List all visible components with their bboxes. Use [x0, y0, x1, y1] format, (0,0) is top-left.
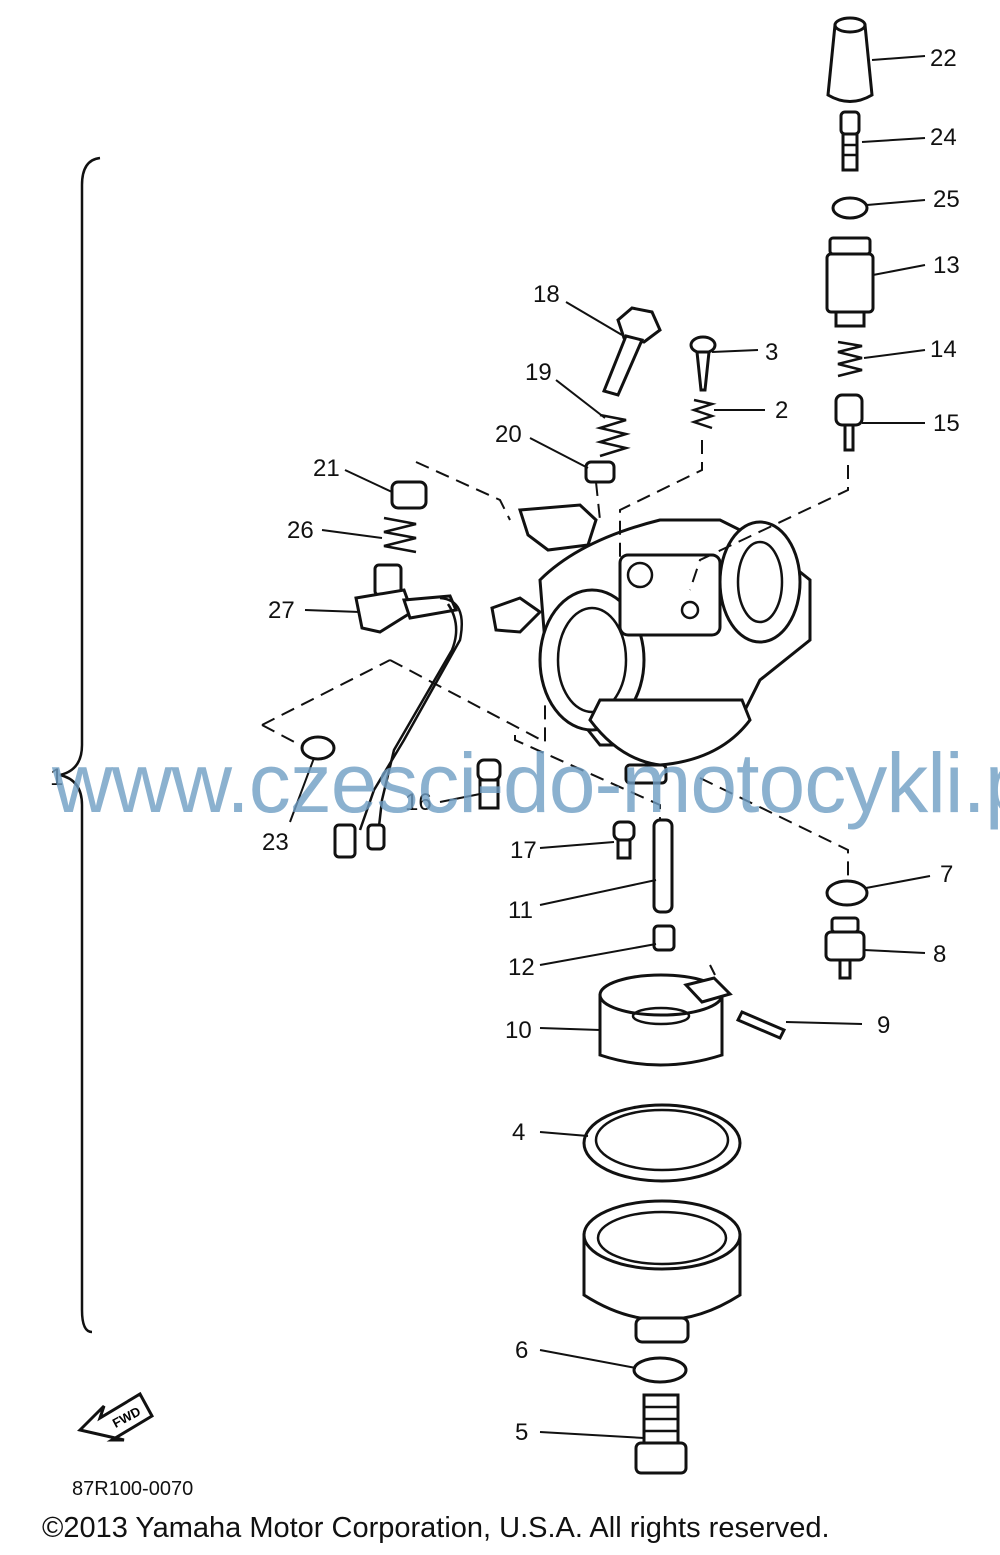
part-11-needle-jet: [652, 818, 674, 914]
assembly-bracket: [59, 156, 101, 1334]
fwd-arrow-icon: FWD: [77, 1391, 155, 1442]
part-23-washer: [300, 735, 336, 761]
callout-19: 19: [525, 359, 552, 386]
callout-8: 8: [933, 941, 946, 968]
part-4-gasket: [582, 1103, 742, 1183]
callout-7: 7: [940, 861, 953, 888]
part-3-pilot-screw: [689, 335, 717, 392]
callout-1: 1: [50, 764, 63, 791]
callout-12: 12: [508, 954, 535, 981]
callout-14: 14: [930, 336, 957, 363]
callout-22: 22: [930, 45, 957, 72]
callout-25: 25: [933, 186, 960, 213]
part-22-cap: [826, 16, 874, 103]
part-18-throttle-screw: [601, 306, 662, 397]
callout-15: 15: [933, 410, 960, 437]
copyright-text: ©2013 Yamaha Motor Corporation, U.S.A. A…: [42, 1512, 830, 1544]
float-bowl: [582, 1199, 742, 1344]
part-24-adjust-screw: [839, 110, 861, 172]
watermark-text: www.czesci-do-motocykli.pl: [52, 736, 1000, 830]
callout-21: 21: [313, 455, 340, 482]
part-25-nut: [831, 196, 869, 220]
part-6-washer: [632, 1356, 688, 1384]
part-8-fitting: [824, 916, 866, 980]
callout-27: 27: [268, 597, 295, 624]
part-9-pin: [735, 1010, 787, 1040]
part-20-collar: [584, 460, 616, 484]
callout-24: 24: [930, 124, 957, 151]
part-21-cap: [390, 480, 428, 510]
callout-16: 16: [405, 789, 432, 816]
part-12-main-jet: [652, 924, 676, 952]
part-15-valve: [834, 393, 864, 452]
part-7-washer: [825, 879, 869, 907]
callout-11: 11: [508, 897, 533, 924]
callout-6: 6: [515, 1337, 528, 1364]
drawing-code: 87R100-0070: [72, 1478, 194, 1500]
part-10-float: [598, 973, 733, 1067]
callout-labels: 22 24 25 13 14 15 18 3 19 2 20 21 26 27 …: [50, 45, 960, 1446]
part-19-spring: [595, 413, 631, 458]
part-13-top: [825, 236, 875, 328]
callout-5: 5: [515, 1419, 528, 1446]
callout-13: 13: [933, 252, 960, 279]
part-27-switch: [333, 563, 463, 859]
callout-26: 26: [287, 517, 314, 544]
part-2-spring: [690, 398, 717, 430]
part-14-spring: [837, 340, 863, 378]
part-26-spring: [383, 516, 417, 554]
carburetor-body: [490, 503, 812, 785]
callout-9: 9: [877, 1012, 890, 1039]
part-17-screw: [612, 820, 636, 860]
callout-23: 23: [262, 829, 289, 856]
callout-17: 17: [510, 837, 537, 864]
callout-20: 20: [495, 421, 522, 448]
callout-18: 18: [533, 281, 560, 308]
part-16-nozzle: [476, 758, 502, 810]
part-5-drain-bolt: [634, 1393, 688, 1475]
callout-10: 10: [505, 1017, 532, 1044]
callout-3: 3: [765, 339, 778, 366]
callout-2: 2: [775, 397, 788, 424]
callout-4: 4: [512, 1119, 525, 1146]
